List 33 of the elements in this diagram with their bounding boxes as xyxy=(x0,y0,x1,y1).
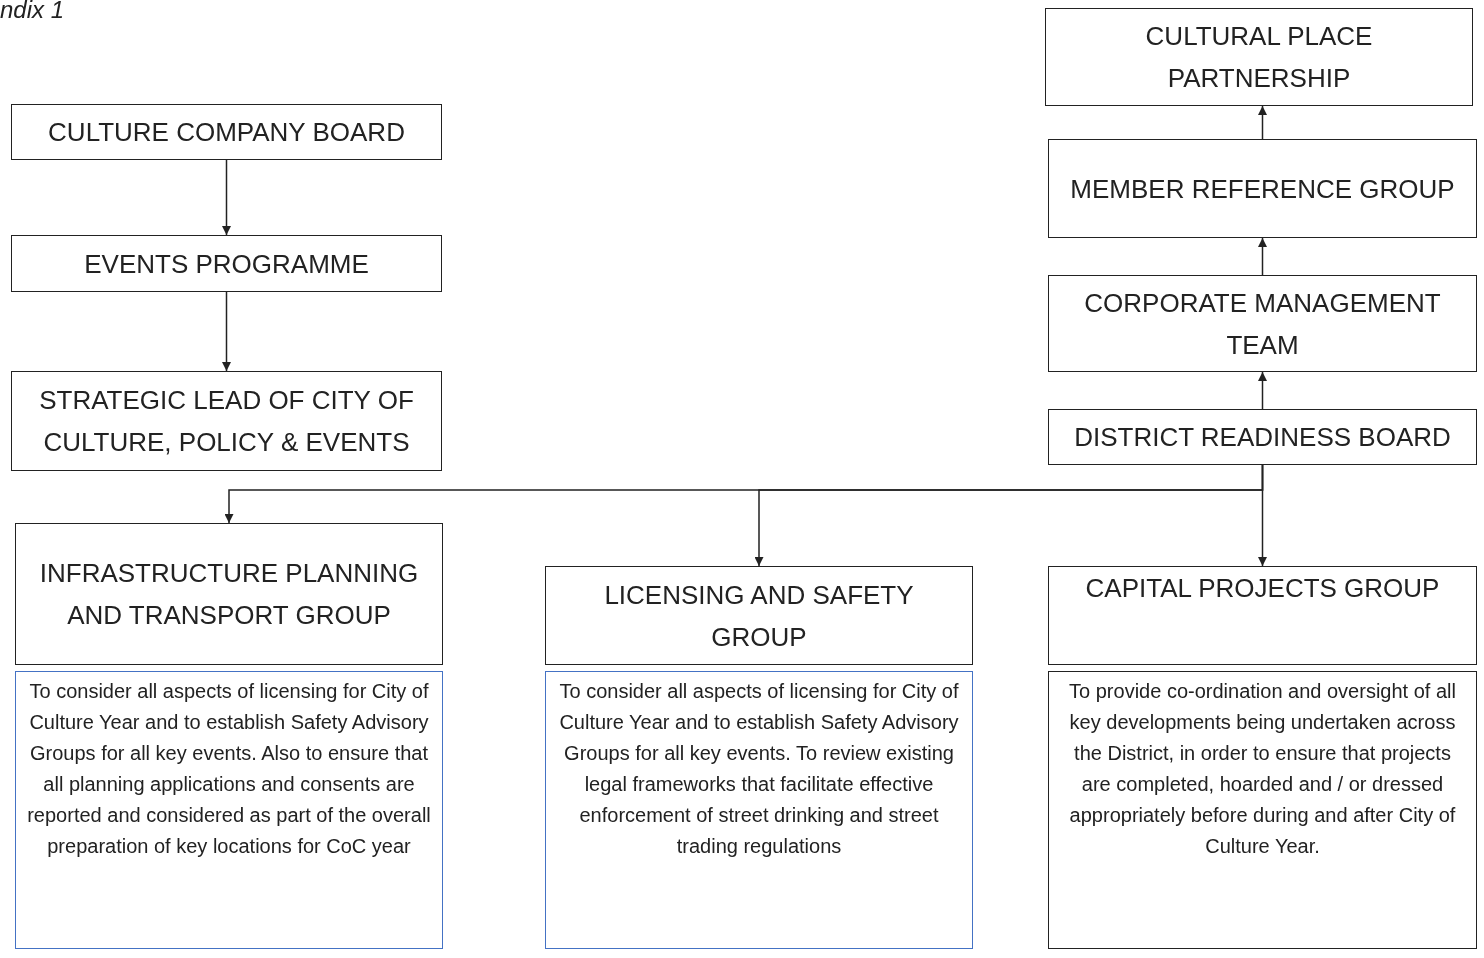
description-text: To consider all aspects of licensing for City of Culture Year and to establish Safety Advisory Groups for all key events. Also to ensure that all planning applications and consents are reported and considered as part of the overall preparation of key locations for CoC year xyxy=(26,679,432,859)
description-box xyxy=(545,671,973,949)
arrow xyxy=(1258,464,1267,567)
page-label: ndix 1 xyxy=(0,0,65,24)
group-title: CULTURAL PLACE PARTNERSHIP xyxy=(1144,20,1374,95)
group-box xyxy=(1045,8,1473,106)
group-title: DISTRICT READINESS BOARD xyxy=(1074,421,1451,454)
arrow xyxy=(222,159,231,236)
group-box xyxy=(1048,566,1477,665)
arrow xyxy=(222,291,231,372)
group-box xyxy=(1048,409,1477,465)
group-box xyxy=(1048,139,1477,238)
group-title: LICENSING AND SAFETY GROUP xyxy=(603,578,915,654)
group-box xyxy=(11,371,442,471)
group-title: CAPITAL PROJECTS GROUP xyxy=(1085,572,1440,605)
group-box xyxy=(11,104,442,160)
group-title: MEMBER REFERENCE GROUP xyxy=(1070,172,1455,206)
arrow xyxy=(1258,105,1267,140)
description-text: To consider all aspects of licensing for City of Culture Year and to establish Safety Advisory Groups for all key events. To review existing legal frameworks that facilitate effective enforcement of street drinking and street trading regulations xyxy=(558,679,960,859)
group-title: STRATEGIC LEAD OF CITY OF CULTURE, POLICY & EVENTS xyxy=(38,384,415,459)
group-box xyxy=(545,566,973,665)
group-title: EVENTS PROGRAMME xyxy=(84,247,369,281)
arrow xyxy=(1258,371,1267,410)
group-title: INFRASTRUCTURE PLANNING AND TRANSPORT GROUP xyxy=(38,557,420,632)
description-box xyxy=(1048,671,1477,949)
group-box xyxy=(15,523,443,665)
group-title: CORPORATE MANAGEMENT TEAM xyxy=(1083,286,1442,362)
group-box xyxy=(1048,275,1477,372)
group-title: CULTURE COMPANY BOARD xyxy=(48,116,405,149)
arrow xyxy=(1258,237,1267,276)
description-text: To provide co-ordination and oversight of all key developments being undertaken across the District, in order to ensure that projects are completed, hoarded and / or dressed appropriately before during and after City of Culture Year. xyxy=(1068,679,1457,859)
group-box xyxy=(11,235,442,292)
description-box xyxy=(15,671,443,949)
